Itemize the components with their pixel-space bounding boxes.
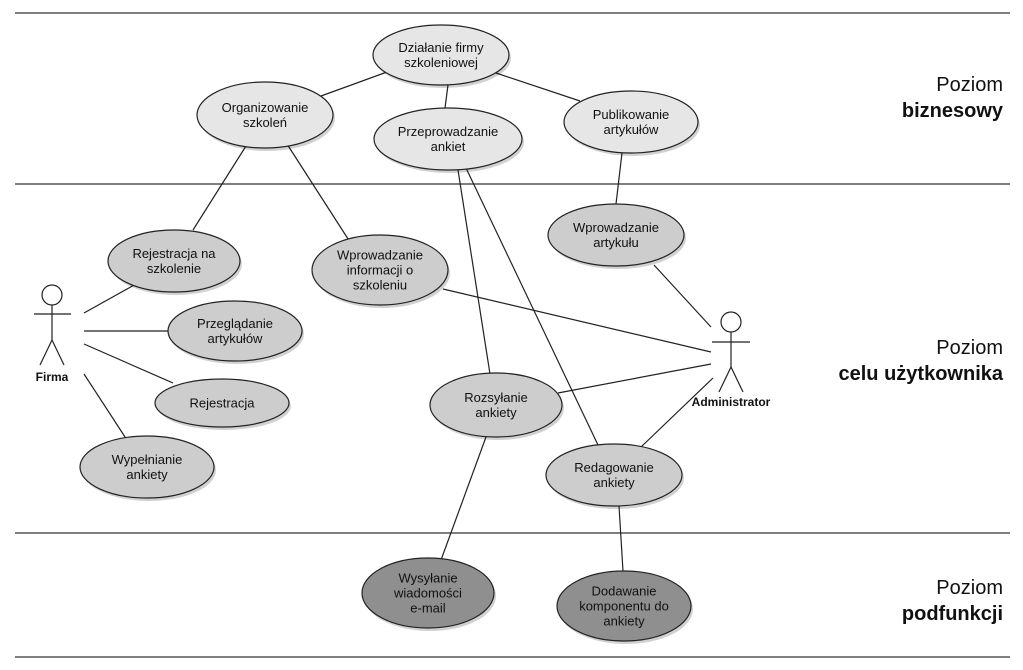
association-line bbox=[640, 377, 714, 448]
association-line bbox=[615, 152, 623, 205]
use-case-label: informacji o bbox=[347, 263, 413, 278]
use-case-ellipse bbox=[563, 90, 699, 154]
association-line bbox=[618, 505, 624, 572]
level-subfunction-name: podfunkcji bbox=[902, 603, 1003, 625]
association-line bbox=[440, 436, 487, 561]
association-line bbox=[286, 143, 351, 243]
use-case-ellipse bbox=[79, 435, 215, 499]
use-cases: Działanie firmyszkoleniowejOrganizowanie… bbox=[79, 24, 700, 644]
association-line bbox=[83, 373, 128, 441]
associations bbox=[83, 71, 714, 572]
use-case-label: ankiety bbox=[593, 475, 635, 490]
use-case-rejestracja: Rejestracja bbox=[154, 378, 291, 430]
use-case-label: artykułów bbox=[604, 122, 660, 137]
level-user-goal-name: celu użytkownika bbox=[839, 363, 1004, 385]
use-case-ellipse bbox=[556, 570, 692, 642]
use-case-label: Wprowadzanie bbox=[573, 220, 659, 235]
use-case-ellipse bbox=[429, 372, 563, 438]
association-line bbox=[495, 72, 581, 102]
use-case-label: Przeprowadzanie bbox=[398, 124, 498, 139]
use-case-ellipse bbox=[361, 557, 495, 629]
use-case-label: Rozsyłanie bbox=[464, 390, 528, 405]
association-line bbox=[653, 264, 712, 328]
use-case-label: Publikowanie bbox=[593, 107, 670, 122]
association-line bbox=[83, 343, 174, 384]
use-case-label: Dodawanie bbox=[591, 584, 656, 599]
use-case-label: szkolenie bbox=[147, 261, 201, 276]
association-line bbox=[444, 84, 449, 109]
actor-firma bbox=[34, 284, 71, 366]
use-case-ellipse bbox=[196, 81, 334, 149]
association-line bbox=[320, 71, 388, 97]
use-case-label: ankiety bbox=[126, 467, 168, 482]
use-case-label: ankiet bbox=[431, 139, 466, 154]
use-case-label: szkoleniowej bbox=[404, 55, 478, 70]
use-case-label: Wysyłanie bbox=[398, 571, 457, 586]
use-case-label: artykułu bbox=[593, 235, 639, 250]
level-labels: Poziom biznesowy Poziom celu użytkownika… bbox=[839, 74, 1004, 625]
association-line bbox=[442, 288, 712, 353]
use-case-label: Rejestracja bbox=[189, 396, 255, 411]
use-case-label: Rejestracja na bbox=[132, 246, 216, 261]
use-case-label: e-mail bbox=[410, 601, 446, 616]
association-line bbox=[465, 167, 599, 446]
use-case-label: ankiety bbox=[603, 614, 645, 629]
association-line bbox=[557, 363, 712, 394]
use-case-label: szkoleniu bbox=[353, 278, 407, 293]
actors: Firma Administrator bbox=[34, 284, 771, 409]
use-case-ellipse bbox=[372, 24, 510, 86]
use-case-label: Organizowanie bbox=[222, 100, 309, 115]
use-case-ellipse bbox=[154, 378, 290, 428]
level-user-goal-title: Poziom bbox=[936, 337, 1003, 359]
use-case-label: Wprowadzanie bbox=[337, 248, 423, 263]
actor-firma-label: Firma bbox=[36, 370, 69, 384]
actor-administrator-label: Administrator bbox=[692, 395, 771, 409]
use-case-label: artykułów bbox=[208, 331, 264, 346]
use-case-label: ankiety bbox=[475, 405, 517, 420]
use-case-label: szkoleń bbox=[243, 115, 287, 130]
use-case-ellipse bbox=[373, 107, 523, 171]
use-case-ellipse bbox=[547, 203, 685, 267]
level-subfunction-title: Poziom bbox=[936, 577, 1003, 599]
use-case-label: Wypełnianie bbox=[112, 452, 183, 467]
use-case-label: wiadomości bbox=[393, 586, 462, 601]
use-case-ellipse bbox=[545, 443, 683, 507]
use-case-label: Przeglądanie bbox=[197, 316, 273, 331]
level-business-title: Poziom bbox=[936, 74, 1003, 96]
use-case-label: komponentu do bbox=[579, 599, 669, 614]
association-line bbox=[192, 145, 247, 231]
use-case-ellipse bbox=[167, 300, 303, 362]
association-line bbox=[83, 283, 137, 314]
use-case-label: Redagowanie bbox=[574, 460, 654, 475]
use-case-ellipse bbox=[311, 234, 449, 306]
use-case-label: Działanie firmy bbox=[398, 40, 484, 55]
level-separators bbox=[15, 12, 1010, 658]
level-business-name: biznesowy bbox=[902, 100, 1004, 122]
use-case-ellipse bbox=[107, 229, 241, 293]
association-line bbox=[457, 169, 491, 375]
actor-administrator bbox=[712, 311, 750, 393]
